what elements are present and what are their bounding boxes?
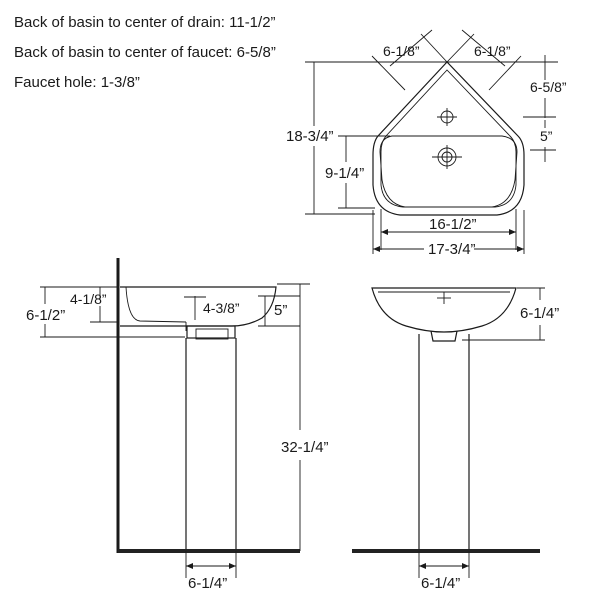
side-trap: [186, 325, 236, 339]
dim-side-bowl-depth: 4-3/8”: [203, 300, 240, 316]
top-view: 6-1/8” 6-1/8” 6-5/8” 5” 18-3/4” 9-1/4”: [286, 29, 567, 258]
note-drain: Back of basin to center of drain: 11-1/2…: [14, 14, 276, 31]
top-view-bowl: [379, 135, 518, 208]
front-trap: [430, 330, 458, 342]
front-basin: [371, 287, 517, 333]
top-view-inner-outline: [380, 69, 517, 208]
dim-drain-depth: 9-1/4”: [325, 165, 364, 182]
side-basin: [120, 286, 277, 327]
dim-depth: 18-3/4”: [286, 128, 334, 145]
side-view: 4-1/8” 6-1/2” 4-3/8” 5” 32-1/4” 6-1/4”: [26, 258, 329, 592]
dim-side-rim: 5”: [274, 302, 287, 319]
dim-side-total-height: 32-1/4”: [281, 439, 329, 456]
dim-inner-width: 16-1/2”: [429, 216, 477, 233]
note-faucet-hole: Faucet hole: 1-3/8”: [14, 74, 140, 91]
front-pedestal: [418, 334, 470, 549]
dim-side-basin-height: 4-1/8”: [70, 291, 107, 307]
front-view: 6-1/4” 6-1/4”: [352, 287, 559, 592]
note-faucet: Back of basin to center of faucet: 6-5/8…: [14, 44, 276, 61]
dim-outer-width: 17-3/4”: [428, 241, 476, 258]
dim-right-diagonal: 6-1/8”: [474, 43, 511, 59]
dim-side-pedestal-width: 6-1/4”: [188, 575, 227, 592]
dim-left-diagonal: 6-1/8”: [383, 43, 420, 59]
dim-faucet-offset: 6-5/8”: [530, 79, 567, 95]
dim-side-rim-drop: 6-1/2”: [26, 307, 65, 324]
top-view-outer-outline: [372, 61, 525, 216]
side-pedestal: [185, 338, 237, 549]
dim-side-5: 5”: [540, 128, 553, 144]
dim-front-basin-height: 6-1/4”: [520, 305, 559, 322]
dim-front-pedestal-width: 6-1/4”: [421, 575, 460, 592]
